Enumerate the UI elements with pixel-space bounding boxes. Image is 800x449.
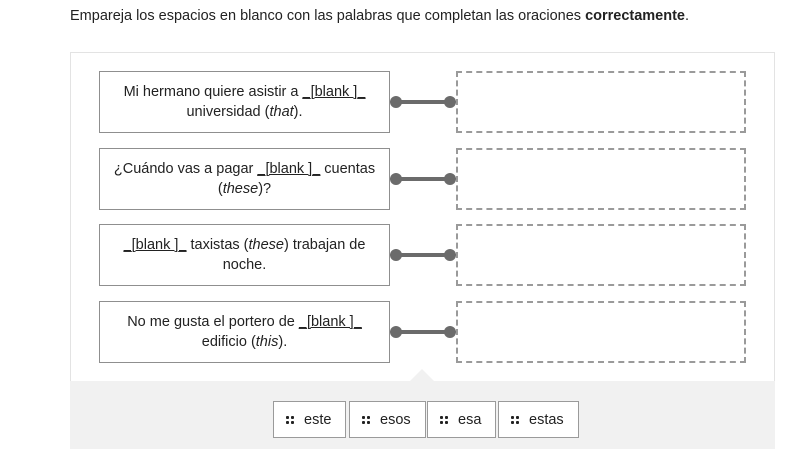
choice-label: esos [380, 411, 411, 428]
prompt-4: No me gusta el portero de _[blank ]_ edi… [99, 301, 390, 363]
prompt-1: Mi hermano quiere asistir a _[blank ]_ u… [99, 71, 390, 133]
prompt-text: ). [293, 104, 303, 120]
blank-marker: _[blank ]_ [257, 161, 321, 177]
connector-2 [390, 172, 456, 186]
blank-marker: _[blank ]_ [123, 237, 187, 253]
prompt-3: _[blank ]_ taxistas (these) trabajan de … [99, 224, 390, 286]
prompt-text: taxistas ( [186, 237, 249, 253]
instruction-bold: correctamente [585, 8, 685, 24]
instruction-suffix: . [685, 8, 690, 24]
prompt-text: No me gusta el portero de [127, 314, 299, 330]
choice-label: esa [458, 411, 482, 428]
connector-3 [390, 248, 456, 262]
prompt-hint: these [222, 181, 259, 197]
instruction-text: Empareja los espacios en blanco con las … [70, 8, 689, 24]
blank-marker: _[blank ]_ [298, 314, 362, 330]
choice-label: este [304, 411, 332, 428]
choice-chip-esos[interactable]: esos [349, 401, 426, 438]
prompt-text: ) trabajan de noche. [222, 237, 366, 273]
drag-handle-icon [286, 415, 294, 424]
prompt-2: ¿Cuándo vas a pagar _[blank ]_ cuentas (… [99, 148, 390, 210]
choice-chip-estas[interactable]: estas [498, 401, 579, 438]
prompt-text: ). [278, 334, 288, 350]
prompt-text: )? [258, 181, 272, 197]
drop-target-2[interactable] [456, 148, 746, 210]
choice-label: estas [529, 411, 564, 428]
prompt-hint: that [269, 104, 294, 120]
prompt-text: ¿Cuándo vas a pagar [113, 161, 258, 177]
drag-handle-icon [362, 415, 370, 424]
drop-target-1[interactable] [456, 71, 746, 133]
drag-handle-icon [440, 415, 448, 424]
drop-target-3[interactable] [456, 224, 746, 286]
instruction-prefix: Empareja los espacios en blanco con las … [70, 8, 586, 24]
prompt-text: cuentas ( [217, 161, 376, 197]
connector-4 [390, 325, 456, 339]
connector-1 [390, 95, 456, 109]
prompt-hint: this [255, 334, 279, 350]
prompt-text: Mi hermano quiere asistir a [123, 84, 303, 100]
tray-notch [410, 369, 434, 381]
blank-marker: _[blank ]_ [302, 84, 366, 100]
prompt-text: edificio ( [201, 334, 256, 350]
choice-chip-este[interactable]: este [273, 401, 347, 438]
prompt-text: universidad ( [186, 104, 270, 120]
drag-handle-icon [511, 415, 519, 424]
drop-target-4[interactable] [456, 301, 746, 363]
choice-chip-esa[interactable]: esa [427, 401, 497, 438]
prompt-hint: these [248, 237, 284, 253]
